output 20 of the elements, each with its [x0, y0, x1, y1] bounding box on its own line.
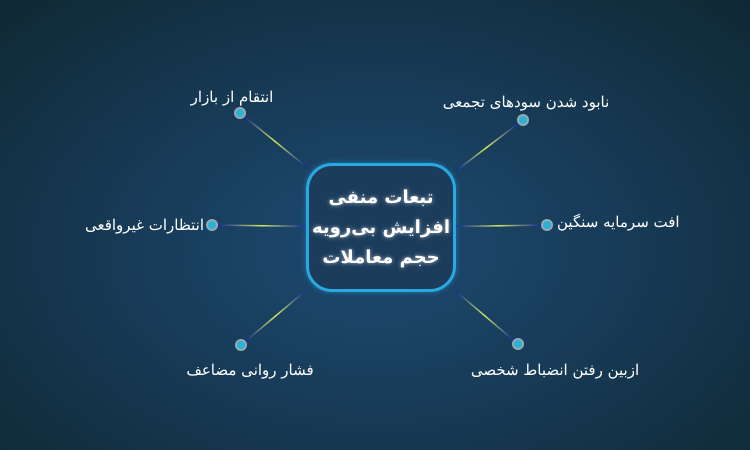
connector-line: [456, 224, 542, 228]
node-dot: [541, 219, 553, 231]
branch-label: ازبین رفتن انضباط شخصی: [470, 361, 640, 379]
node-dot: [235, 339, 247, 351]
connector-line: [245, 290, 306, 342]
node-dot: [234, 107, 246, 119]
central-topic-box: [306, 163, 456, 292]
connector-line: [456, 290, 514, 341]
branch-label: فشار روانی مضاعف: [186, 361, 314, 379]
node-dot: [206, 219, 218, 231]
connector-line: [218, 224, 306, 228]
branch-label: نابود شدن سودهای تجمعی: [442, 93, 610, 111]
central-topic-text: تبعات منفی افزایش بی‌رویه حجم معاملات: [311, 186, 451, 270]
node-dot: [512, 338, 524, 350]
branch-label: افت سرمایه سنگین: [557, 213, 680, 231]
branch-label: انتقام از بازار: [190, 88, 274, 106]
branch-label: انتظارات غیرواقعی: [84, 216, 204, 234]
connector-line: [456, 123, 519, 172]
connector-line: [244, 116, 306, 168]
node-dot: [517, 114, 529, 126]
